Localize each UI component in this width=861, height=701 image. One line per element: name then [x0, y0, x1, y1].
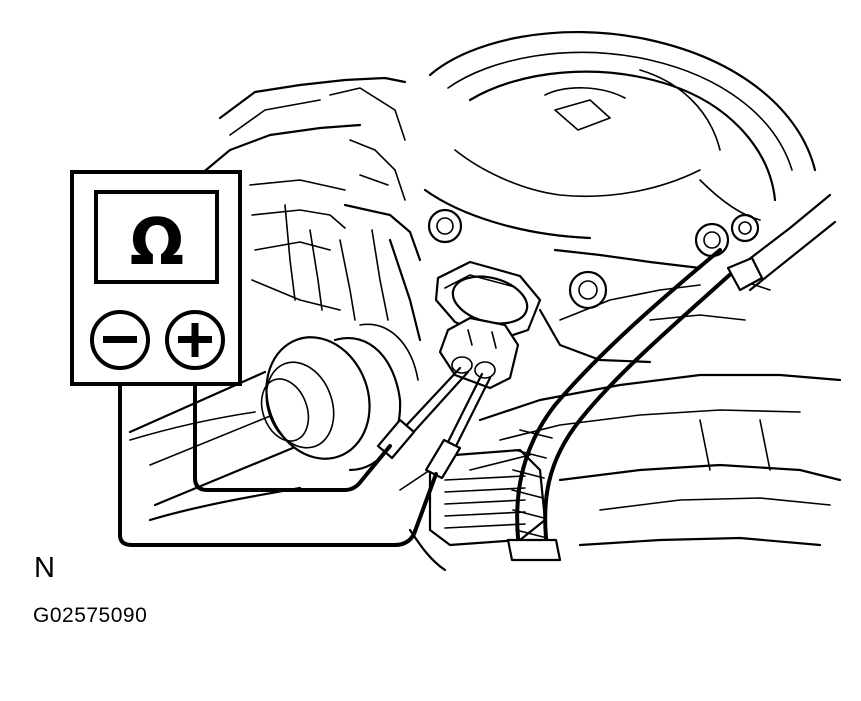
minus-icon: [103, 336, 137, 343]
view-label: N: [34, 552, 55, 584]
negative-lead-wire: [118, 366, 438, 547]
meter-display: [94, 190, 219, 284]
bolt-2: [568, 270, 608, 310]
ohmmeter: Ω: [70, 170, 242, 386]
bolt-3: [694, 222, 730, 258]
plus-icon: [178, 323, 212, 357]
positive-lead-wire: [193, 366, 392, 492]
positive-terminal: [165, 310, 225, 370]
test-probes: [376, 366, 492, 480]
ohm-symbol: Ω: [130, 206, 184, 280]
negative-terminal: [90, 310, 150, 370]
sensor-connector: [434, 260, 542, 390]
bolt-4: [730, 213, 760, 243]
meter-lead-wires: [118, 366, 438, 547]
wire-harness: [506, 193, 837, 562]
drive-shaft: [128, 323, 419, 507]
bolt-1: [427, 208, 463, 244]
figure-id: G02575090: [33, 604, 148, 627]
